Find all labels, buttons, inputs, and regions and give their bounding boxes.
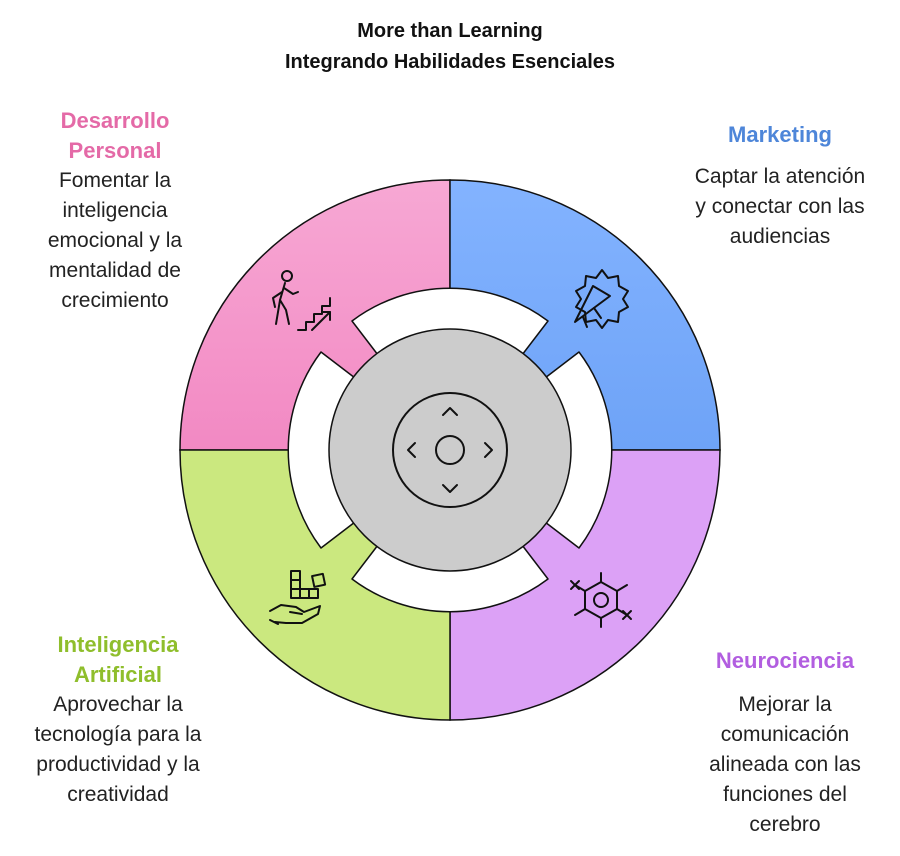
desc-line: productividad y la xyxy=(36,753,200,776)
desc-line: Mejorar la xyxy=(738,693,832,716)
desc-line: creatividad xyxy=(67,783,169,806)
person-climbing-stairs-icon xyxy=(272,270,331,331)
desc-line: tecnología para la xyxy=(34,723,202,746)
desc-desarrollo-personal: Fomentar la inteligencia emocional y la … xyxy=(10,166,220,316)
desc-line: comunicación xyxy=(720,723,850,746)
heading-desarrollo-personal: Desarrollo Personal xyxy=(10,106,220,166)
desc-line: y conectar con las xyxy=(695,195,865,218)
desc-line: Captar la atención xyxy=(694,165,866,188)
heading-line-1: Desarrollo xyxy=(60,108,170,133)
desc-line: Aprovechar la xyxy=(53,693,183,716)
heading-neurociencia: Neurociencia xyxy=(670,646,900,676)
desc-line: emocional y la xyxy=(47,229,183,252)
label-desarrollo-personal: Desarrollo Personal Fomentar la intelige… xyxy=(10,106,220,316)
desc-line: funciones del xyxy=(723,783,847,806)
heading-line-2: Personal xyxy=(68,138,162,163)
label-inteligencia-artificial: Inteligencia Artificial Aprovechar la te… xyxy=(0,630,236,810)
desc-inteligencia-artificial: Aprovechar la tecnología para la product… xyxy=(0,690,236,810)
title-line-2: Integrando Habilidades Esenciales xyxy=(284,51,616,73)
title-line-1: More than Learning xyxy=(357,20,543,42)
desc-line: Fomentar la xyxy=(58,169,172,192)
heading-marketing: Marketing xyxy=(660,120,900,150)
diagram-title: More than Learning Integrando Habilidade… xyxy=(0,16,900,78)
heading-line-1: Inteligencia xyxy=(57,632,179,657)
desc-line: audiencias xyxy=(729,225,831,248)
desc-neurociencia: Mejorar la comunicación alineada con las… xyxy=(670,690,900,840)
desc-line: crecimiento xyxy=(61,289,169,312)
center-hub xyxy=(328,328,572,572)
desc-line: mentalidad de xyxy=(49,259,181,282)
desc-line: alineada con las xyxy=(709,753,861,776)
directional-pad-icon xyxy=(392,392,508,508)
molecule-network-icon xyxy=(570,572,632,628)
megaphone-icon xyxy=(574,269,629,329)
desc-marketing: Captar la atención y conectar con las au… xyxy=(660,162,900,252)
label-neurociencia: Neurociencia Mejorar la comunicación ali… xyxy=(670,646,900,840)
label-marketing: Marketing Captar la atención y conectar … xyxy=(660,120,900,252)
heading-line-1: Marketing xyxy=(728,122,832,147)
heading-inteligencia-artificial: Inteligencia Artificial xyxy=(0,630,236,690)
desc-line: inteligencia xyxy=(62,199,168,222)
heading-line-2: Artificial xyxy=(73,662,163,687)
desc-line: cerebro xyxy=(749,813,821,836)
heading-line-1: Neurociencia xyxy=(715,648,855,673)
hand-building-blocks-icon xyxy=(269,570,327,625)
